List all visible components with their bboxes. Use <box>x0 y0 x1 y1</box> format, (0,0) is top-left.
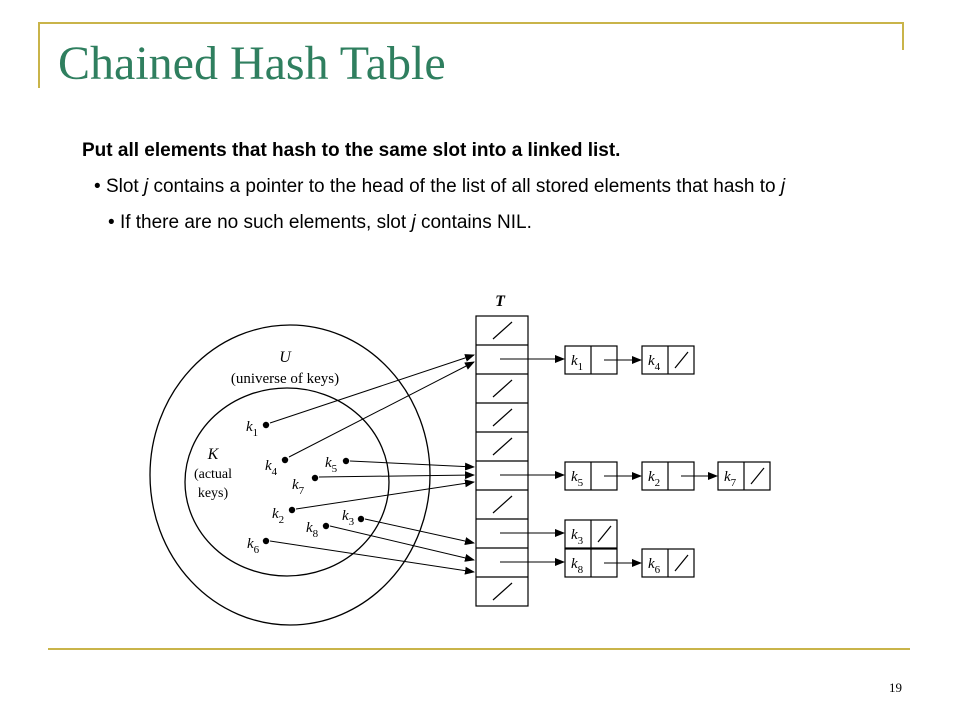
key-label-k6: k6 <box>247 536 260 556</box>
node-label-k4: k4 <box>648 353 661 373</box>
slot-pointers <box>500 355 565 566</box>
nil-slot-2 <box>492 379 513 398</box>
key-label-k2: k2 <box>272 506 284 526</box>
next-pointers <box>604 356 718 567</box>
bullet2-var-j: j <box>411 212 416 233</box>
key-dot-k3 <box>357 515 365 523</box>
bullet-slot-pointer: • Slot j contains a pointer to the head … <box>82 174 882 200</box>
key-label-k4: k4 <box>265 458 278 478</box>
frame-left-rule <box>38 22 40 88</box>
table-label: T <box>495 293 506 310</box>
key-labels: k1 k4 k5 k7 k2 k3 k8 k6 <box>246 419 355 556</box>
nil-slot-4 <box>492 437 513 456</box>
bullet2-post: contains NIL. <box>415 212 532 233</box>
universe-symbol: U <box>279 349 292 366</box>
key-label-k7: k7 <box>292 477 305 497</box>
node-label-k5: k5 <box>571 469 584 489</box>
bullet-nil: • If there are no such elements, slot j … <box>82 210 882 236</box>
hash-arrows <box>269 354 475 575</box>
node-label-k3: k3 <box>571 527 584 547</box>
node-label-k6: k6 <box>648 556 661 576</box>
actual-keys-caption-2: keys) <box>198 486 229 501</box>
actual-keys-ellipse <box>184 387 390 577</box>
slide-title: Chained Hash Table <box>58 37 446 90</box>
actual-keys-caption-1: (actual <box>194 467 232 482</box>
bullet1-var-j2: j <box>780 176 786 197</box>
key-dot-k8 <box>322 522 330 530</box>
arrow-k7 <box>318 471 475 480</box>
universe-ellipse <box>149 324 431 626</box>
lead-sentence: Put all elements that hash to the same s… <box>82 140 621 161</box>
key-label-k8: k8 <box>306 520 319 540</box>
key-dot-k7 <box>311 474 319 482</box>
key-dot-k6 <box>262 537 270 545</box>
key-dot-k2 <box>288 506 296 514</box>
arrow-k1 <box>269 354 475 424</box>
bullet-marker: • <box>108 212 120 233</box>
bullet1-pre: Slot <box>105 176 144 197</box>
arrow-k6 <box>269 540 475 575</box>
slide-body: Put all elements that hash to the same s… <box>82 138 882 236</box>
arrow-k2 <box>295 479 475 510</box>
key-label-k3: k3 <box>342 508 355 528</box>
arrow-k4 <box>288 361 475 458</box>
linked-list-nodes <box>564 345 771 578</box>
node-labels: k1 k4 k5 k2 k7 k3 k8 k6 <box>571 353 737 576</box>
page-number: 19 <box>889 680 902 695</box>
nil-slot-6 <box>492 495 513 514</box>
bullet1-mid: contains a pointer to the head of the li… <box>148 176 781 197</box>
node-label-k7: k7 <box>724 469 737 489</box>
frame-right-rule <box>902 22 904 50</box>
nil-slot-3 <box>492 408 513 427</box>
key-dot-k1 <box>262 421 270 429</box>
nil-slot-9 <box>492 582 513 601</box>
nil-slot-0 <box>492 321 513 340</box>
key-label-k5: k5 <box>325 455 338 475</box>
key-dot-k5 <box>342 457 350 465</box>
bullet-marker: • <box>94 176 106 197</box>
universe-caption: (universe of keys) <box>231 371 339 387</box>
arrow-k3 <box>364 518 475 545</box>
node-label-k2: k2 <box>648 469 660 489</box>
node-label-k8: k8 <box>571 556 584 576</box>
bullet1-var-j: j <box>143 176 149 197</box>
actual-keys-symbol: K <box>207 446 220 463</box>
arrow-k5 <box>349 460 475 471</box>
frame-top-rule <box>38 22 904 24</box>
key-label-k1: k1 <box>246 419 258 439</box>
key-dots <box>262 421 365 545</box>
frame-bottom-rule <box>48 648 910 650</box>
bullet2-pre: If there are no such elements, slot <box>119 212 412 233</box>
arrow-k8 <box>329 525 475 562</box>
node-label-k1: k1 <box>571 353 583 373</box>
hash-table-T <box>475 315 529 607</box>
key-dot-k4 <box>281 456 289 464</box>
